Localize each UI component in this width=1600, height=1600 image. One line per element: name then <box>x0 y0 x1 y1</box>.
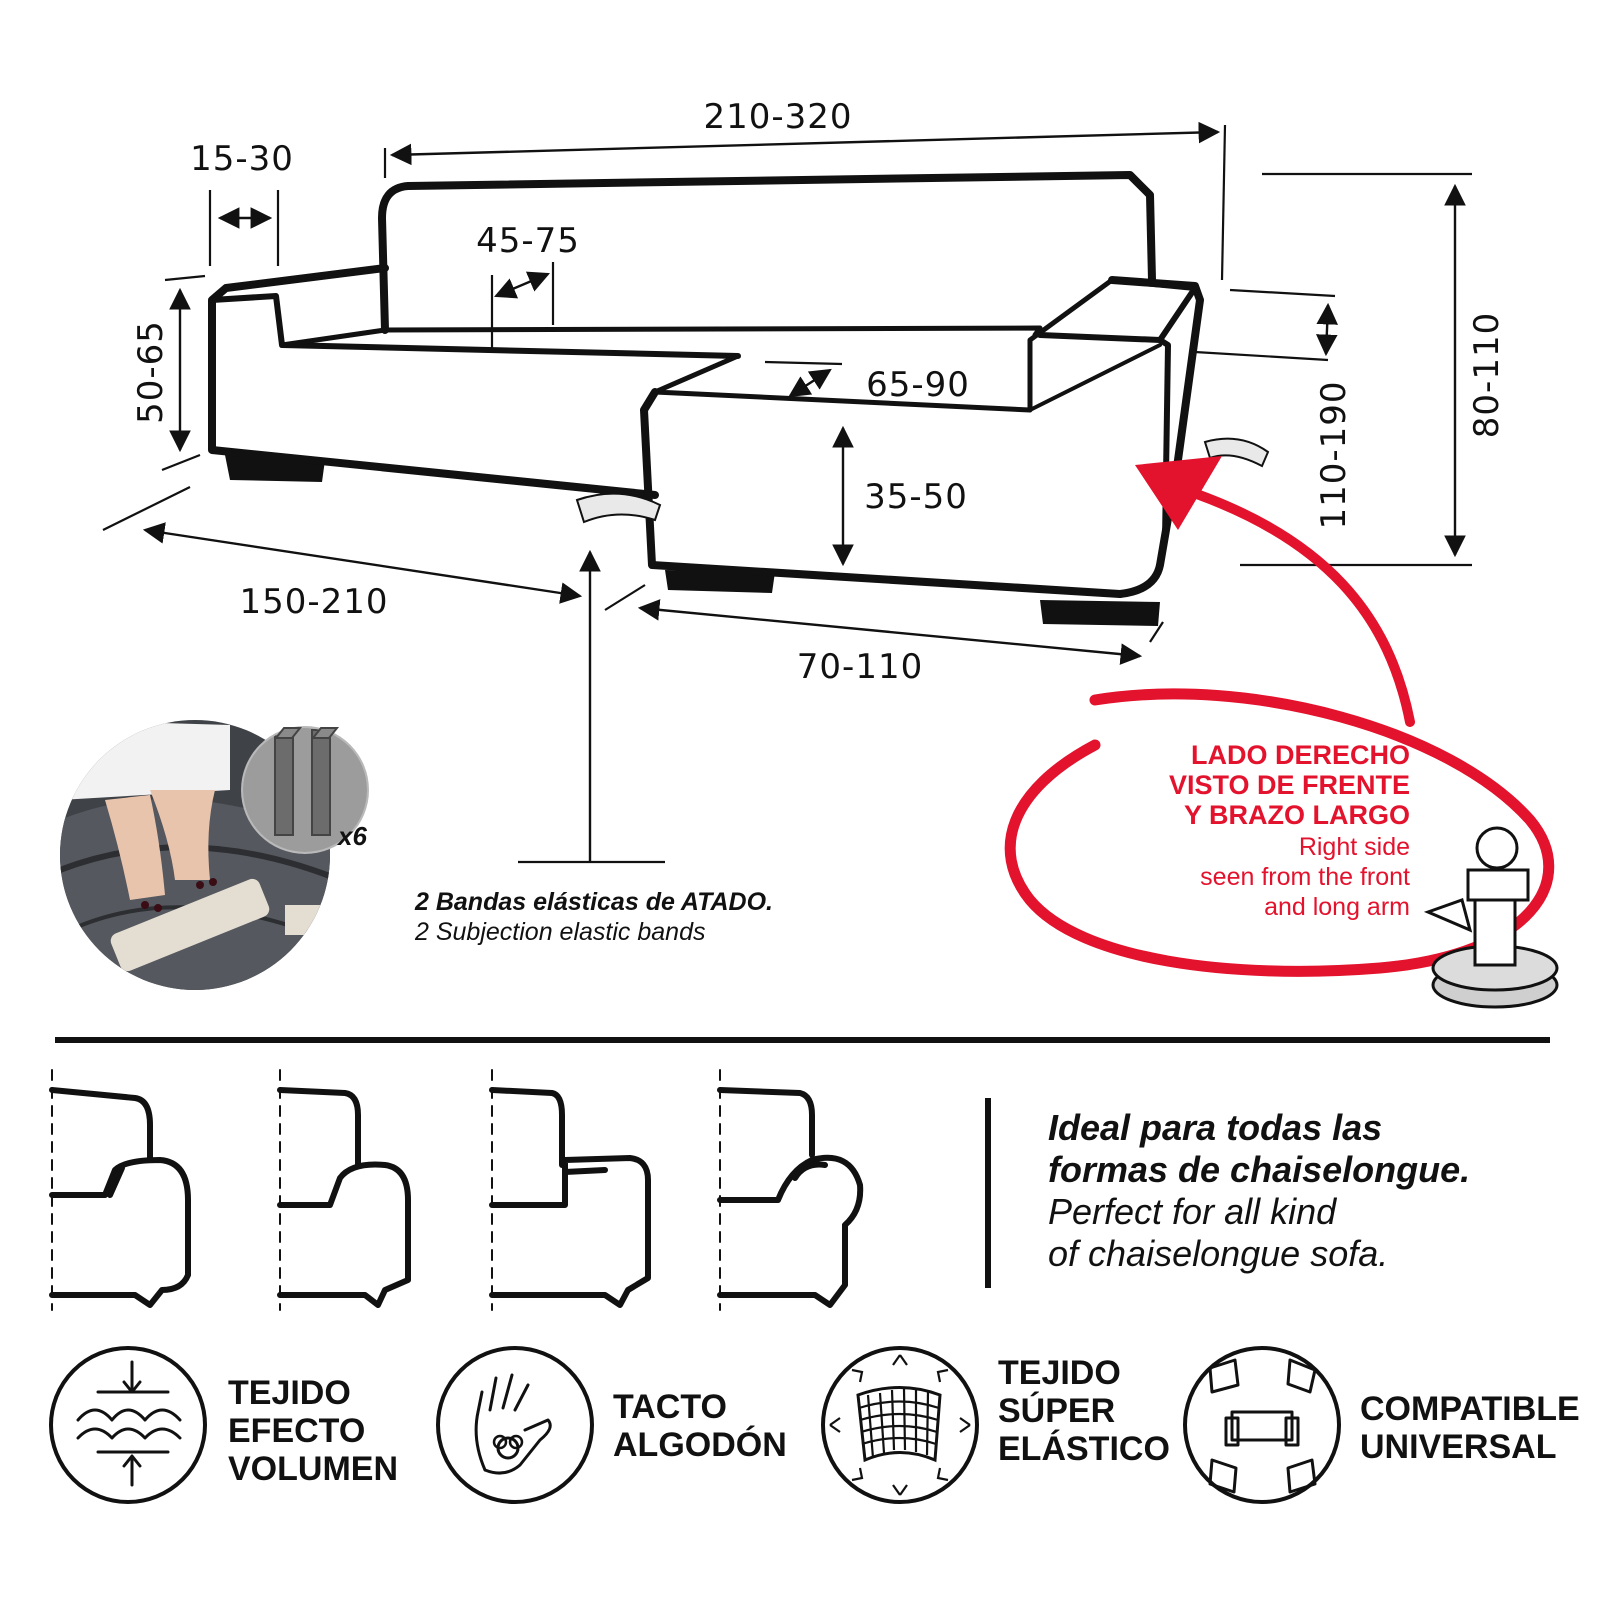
orientation-en-line-3: and long arm <box>1264 893 1410 921</box>
feature-universal-line-1: COMPATIBLE <box>1360 1390 1580 1428</box>
elastic-band-loop <box>1203 437 1270 468</box>
dim-seat-height: 35-50 <box>864 477 968 517</box>
feature-volume-line-3: VOLUMEN <box>228 1450 398 1488</box>
arm-profile-square <box>489 1069 651 1311</box>
elastic-bands-title: 2 Bandas elásticas de ATADO. <box>414 888 773 916</box>
orientation-en-line-2: seen from the front <box>1200 863 1410 891</box>
chaise-sofa-drawing <box>208 171 1270 626</box>
dim-arm-height: 50-65 <box>131 320 171 424</box>
dim-arm-width: 15-30 <box>190 139 294 179</box>
dim-sofa-depth: 150-210 <box>239 582 388 622</box>
feature-universal-line-2: UNIVERSAL <box>1360 1428 1556 1466</box>
dimension-lines <box>102 121 1472 864</box>
feature-volume-line-2: EFECTO <box>228 1412 365 1450</box>
dim-seat-depth: 45-75 <box>476 221 580 261</box>
ideal-en-line-1: Perfect for all kind <box>1048 1191 1337 1232</box>
feature-cotton-line-2: ALGODÓN <box>613 1426 787 1464</box>
dim-chaise-length: 110-190 <box>1314 380 1354 529</box>
sofa-foot <box>1040 600 1160 626</box>
foam-count-label: x6 <box>336 821 367 851</box>
orientation-es-line-2: VISTO DE FRENTE <box>1169 770 1410 800</box>
ideal-text-bar <box>985 1098 991 1288</box>
arm-style-profiles <box>49 1069 864 1311</box>
volume-fabric-icon <box>49 1346 207 1504</box>
feature-stretch-line-2: SÚPER <box>998 1392 1115 1430</box>
viewer-figure-icon <box>1423 826 1559 1009</box>
elastic-band-loop <box>575 492 662 524</box>
section-divider <box>55 1037 1550 1043</box>
arm-profile-slim <box>277 1069 411 1311</box>
arm-profile-rounded <box>49 1069 191 1311</box>
ideal-en-line-2: of chaiselongue sofa. <box>1048 1233 1388 1274</box>
dim-total-width: 210-320 <box>703 97 852 137</box>
red-arrow-head <box>1135 456 1222 530</box>
orientation-callout <box>1004 456 1559 1009</box>
ideal-es-line-1: Ideal para todas las <box>1048 1107 1382 1148</box>
dim-chaise-depth: 70-110 <box>797 647 923 687</box>
elastic-bands-subtitle: 2 Subjection elastic bands <box>414 918 705 946</box>
dim-back-height: 80-110 <box>1467 312 1507 438</box>
feature-stretch-line-3: ELÁSTICO <box>998 1430 1170 1468</box>
feature-volume-line-1: TEJIDO <box>228 1374 351 1412</box>
universal-sofa-icon <box>1183 1346 1341 1504</box>
feature-stretch-line-1: TEJIDO <box>998 1354 1121 1392</box>
foam-insert-photo <box>58 718 369 992</box>
orientation-es-line-3: Y BRAZO LARGO <box>1184 800 1410 830</box>
orientation-en-line-1: Right side <box>1299 833 1410 861</box>
ideal-es-line-2: formas de chaiselongue. <box>1048 1149 1470 1190</box>
arm-profile-rolled <box>717 1069 864 1311</box>
feature-cotton-line-1: TACTO <box>613 1388 727 1426</box>
orientation-es-line-1: LADO DERECHO <box>1191 740 1410 770</box>
stretch-fabric-icon <box>821 1346 979 1504</box>
dim-chaise-width: 65-90 <box>866 365 970 405</box>
cotton-hand-icon <box>436 1346 594 1504</box>
sofa-foot <box>665 570 775 593</box>
